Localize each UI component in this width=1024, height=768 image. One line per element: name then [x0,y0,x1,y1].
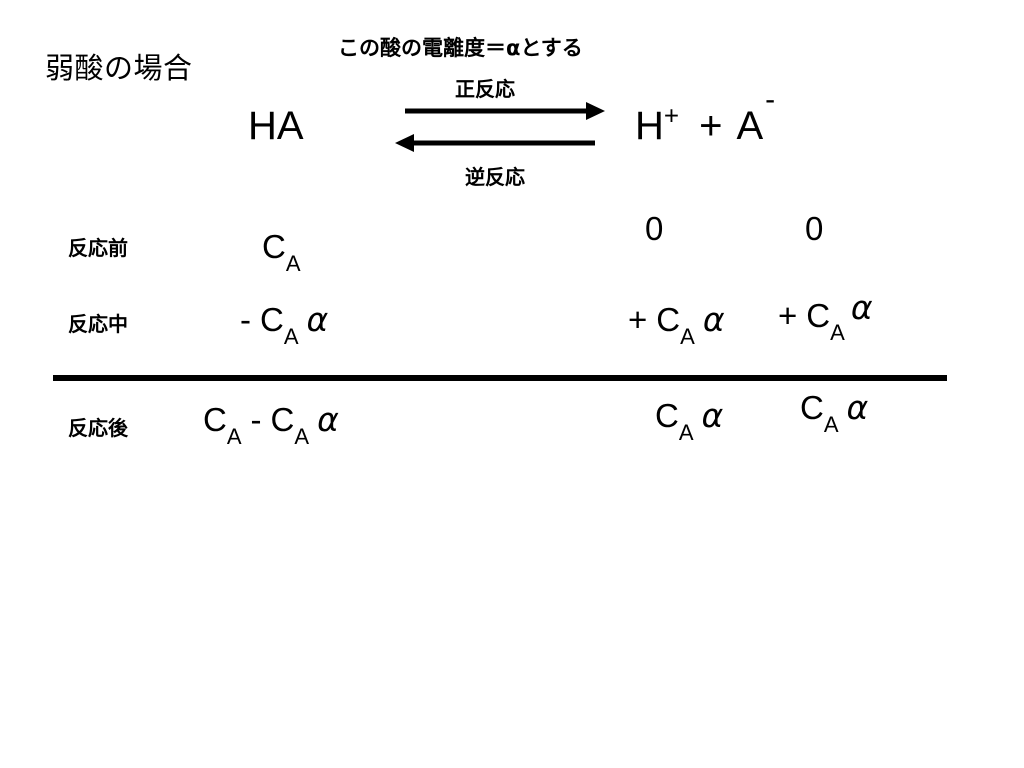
product-h-symbol: H [635,104,664,148]
reverse-reaction-label: 逆反応 [465,167,525,189]
after-left-c1: C [203,401,227,438]
after-h-subscript: A [678,419,694,445]
after-a-subscript: A [823,411,839,437]
during-a-operator: + [778,297,798,334]
row-label-during: 反応中 [68,314,128,336]
during-a-alpha: α [850,288,873,327]
during-left-operator: - [240,301,251,338]
after-left-alpha: α [317,400,339,439]
before-left-subscript: A [285,250,301,276]
alpha-symbol: α [506,36,521,60]
reactant-formula: HA [248,104,304,148]
during-a-c: C [806,297,831,334]
after-h-alpha: α [701,396,724,435]
after-left-operator: - [250,401,262,438]
before-a-value: 0 [805,210,824,247]
dissociation-annotation: この酸の電離度＝αとする [338,32,583,62]
before-left-c: C [262,228,286,265]
forward-reaction-label: 正反応 [455,79,515,101]
product-a-symbol: A [736,104,764,148]
row-label-before: 反応前 [68,238,128,260]
during-a-value: +CAα [778,288,873,343]
during-left-subscript: A [283,323,299,349]
equilibrium-arrows-icon [395,102,605,152]
product-h-charge: + [663,100,680,131]
table-divider [53,375,947,381]
during-h-alpha: α [702,300,725,339]
after-a-c: C [800,389,824,426]
during-left-c: C [260,301,284,338]
row-label-after: 反応後 [68,418,128,440]
after-left-subscript1: A [226,423,242,449]
during-left-alpha: α [306,300,329,339]
after-a-alpha: α [846,388,869,427]
after-left-subscript2: A [294,423,310,449]
before-reactant-value: CA [262,228,301,274]
during-h-subscript: A [680,323,695,349]
after-left-c2: C [270,401,295,438]
page-title: 弱酸の場合 [45,53,193,85]
product-formula: H++A- [635,84,775,149]
during-a-subscript: A [830,319,845,345]
during-h-c: C [656,301,681,338]
annotation-suffix: とする [520,37,583,60]
during-h-operator: + [628,301,648,338]
product-a-charge: - [765,82,776,116]
before-h-value: 0 [645,210,664,247]
after-h-c: C [655,397,679,434]
annotation-prefix: この酸の電離度＝ [338,37,506,60]
equation-plus-sign: + [699,104,723,148]
